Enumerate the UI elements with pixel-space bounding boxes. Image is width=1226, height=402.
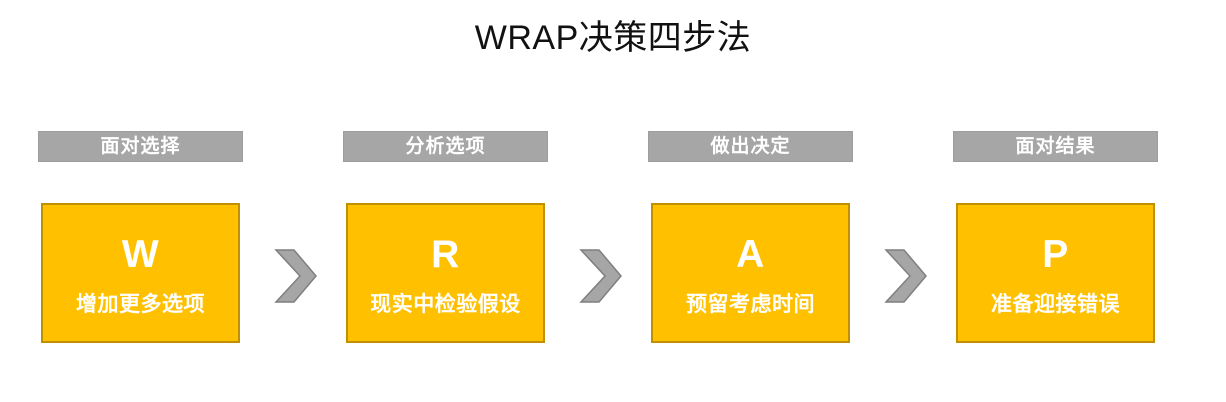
step-3-letter: A [736, 233, 765, 276]
step-4-label-bar: 面对结果 [953, 131, 1158, 162]
step-4-box: P 准备迎接错误 [956, 203, 1155, 343]
step-3-label-text: 做出决定 [710, 136, 791, 157]
step-2-letter: R [431, 233, 460, 276]
step-2-label-bar: 分析选项 [343, 131, 548, 162]
step-3-box: A 预留考虑时间 [651, 203, 850, 343]
step-2-description: 现实中检验假设 [370, 293, 521, 316]
chevron-right-icon [579, 248, 623, 304]
step-4-description: 准备迎接错误 [991, 293, 1120, 316]
page-title: WRAP决策四步法 [474, 19, 752, 57]
chevron-right-icon [884, 248, 928, 304]
step-4: 面对结果 P 准备迎接错误 [953, 131, 1158, 343]
step-1-letter: W [121, 233, 160, 276]
step-2-box: R 现实中检验假设 [346, 203, 545, 343]
step-1-description: 增加更多选项 [76, 293, 205, 316]
step-3-description: 预留考虑时间 [686, 293, 815, 316]
step-1-label-text: 面对选择 [100, 136, 181, 157]
step-2-label-text: 分析选项 [405, 136, 486, 157]
step-2: 分析选项 R 现实中检验假设 [343, 131, 548, 343]
step-1-box: W 增加更多选项 [41, 203, 240, 343]
step-3: 做出决定 A 预留考虑时间 [648, 131, 853, 343]
step-4-letter: P [1042, 233, 1069, 276]
step-3-label-bar: 做出决定 [648, 131, 853, 162]
step-1-label-bar: 面对选择 [38, 131, 243, 162]
chevron-right-icon [274, 248, 318, 304]
step-4-label-text: 面对结果 [1015, 136, 1096, 157]
step-1: 面对选择 W 增加更多选项 [38, 131, 243, 343]
